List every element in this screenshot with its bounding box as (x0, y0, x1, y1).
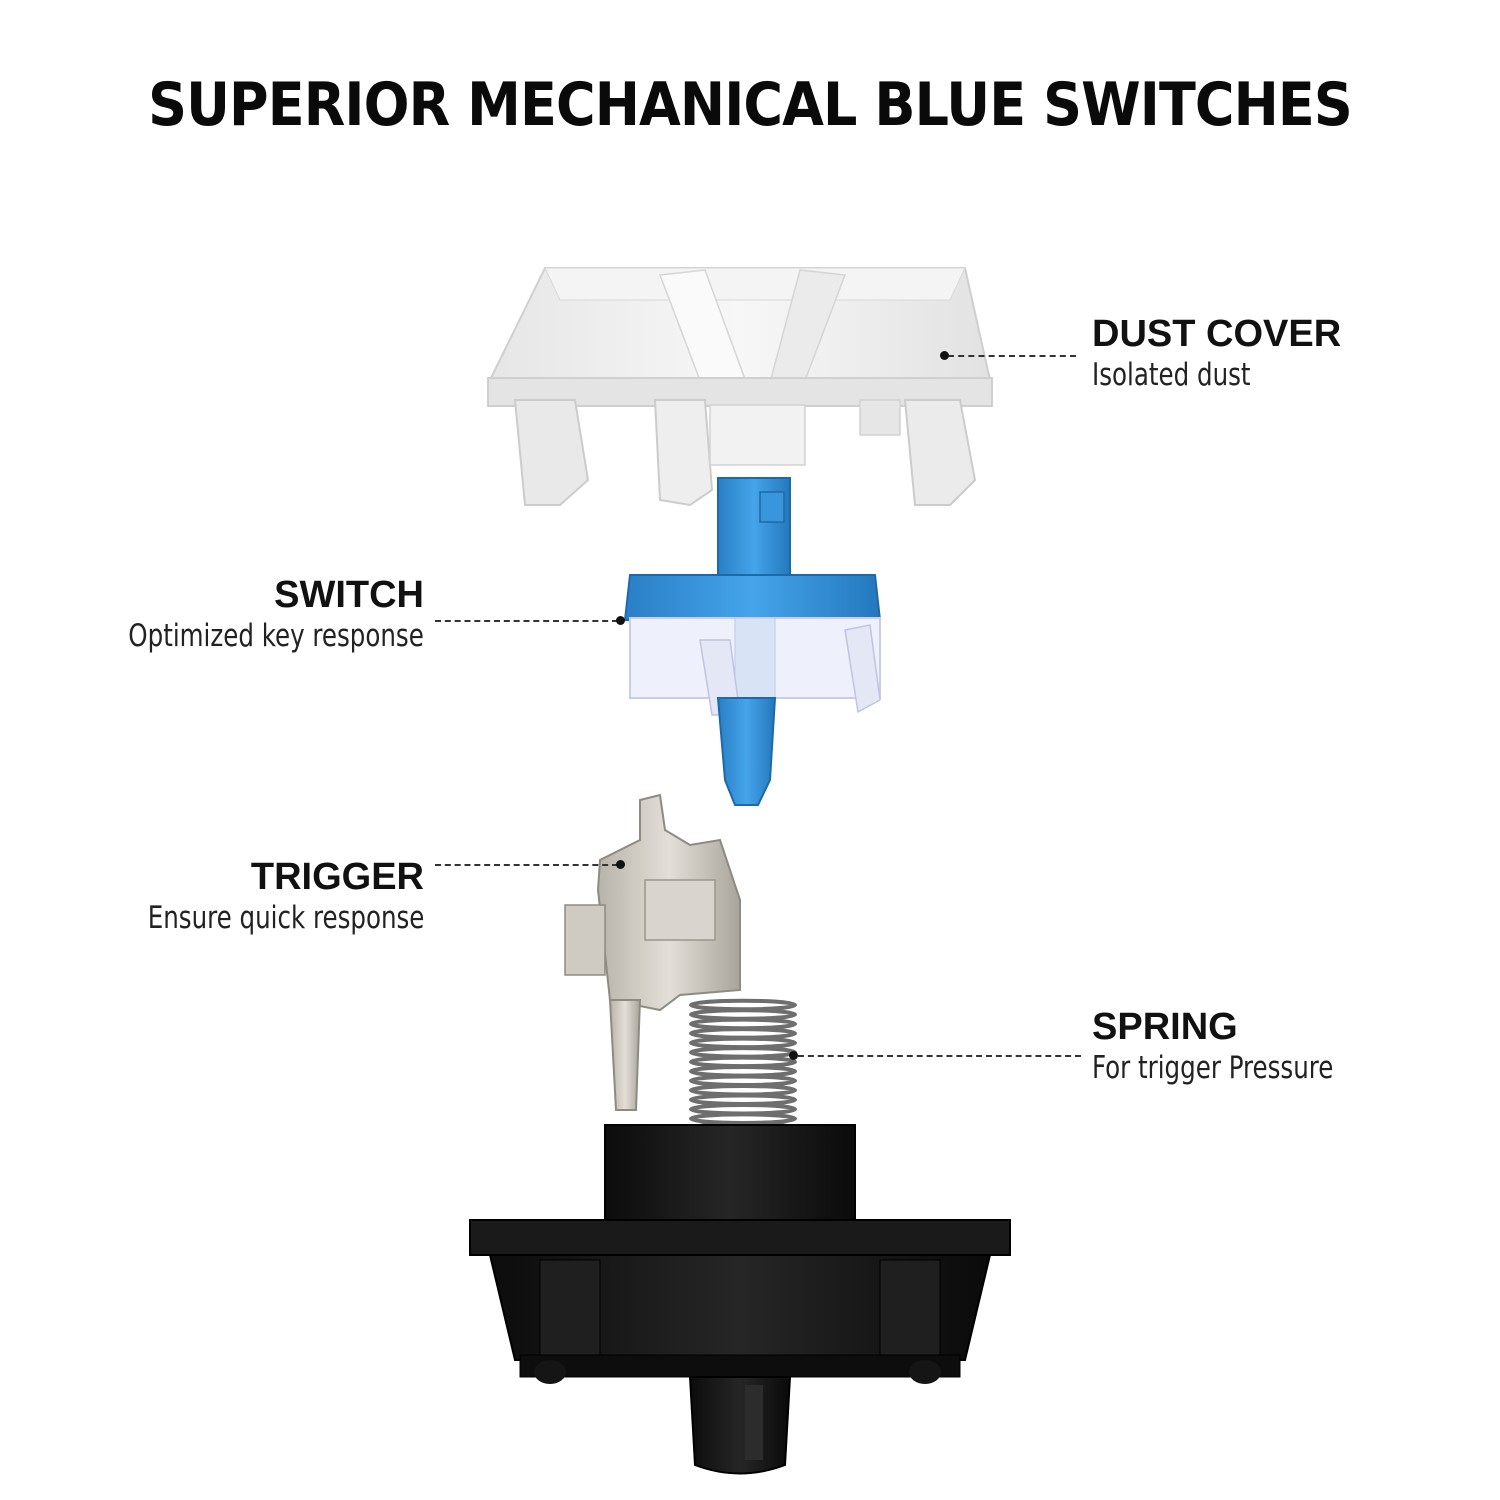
base-housing-part (469, 1124, 1011, 1475)
spring-coil (689, 1055, 797, 1069)
callout-desc: Isolated dust (1092, 356, 1251, 393)
spring-coil (689, 1093, 797, 1106)
leader-dot-trigger (616, 860, 625, 869)
spring-coil (689, 1084, 797, 1097)
callout-label: SPRING (1092, 1006, 1238, 1048)
leader-dot-dust-cover (940, 351, 949, 360)
callout-label: DUST COVER (1092, 313, 1342, 355)
spring-coil (689, 998, 797, 1012)
callout-trigger: TRIGGER Ensure quick response (110, 856, 424, 938)
switch-part (623, 477, 882, 806)
callout-spring: SPRING For trigger Pressure (1092, 1006, 1366, 1088)
callout-switch: SWITCH Optimized key response (88, 574, 424, 656)
spring-coil (689, 1036, 797, 1050)
callout-label: SWITCH (274, 574, 424, 616)
spring-coil (689, 1074, 797, 1088)
spring-coil (689, 1102, 797, 1116)
spring-coil (689, 1027, 797, 1040)
leader-line-spring (798, 1055, 1081, 1057)
callout-desc: Ensure quick response (147, 899, 424, 936)
trigger-part (564, 793, 741, 1111)
leader-dot-spring (789, 1051, 798, 1060)
callout-desc: Optimized key response (128, 617, 424, 654)
leader-line-trigger (435, 864, 618, 866)
spring-coil (689, 1065, 797, 1078)
spring-coil (689, 1046, 797, 1059)
callout-dust-cover: DUST COVER Isolated dust (1092, 313, 1342, 395)
spring-coil (689, 1008, 797, 1021)
page-title: SUPERIOR MECHANICAL BLUE SWITCHES (148, 70, 1353, 140)
callout-label: TRIGGER (250, 856, 424, 898)
dust-cover-part (487, 267, 993, 507)
spring-coil (689, 1112, 797, 1125)
leader-line-switch (435, 620, 618, 622)
spring-coil (689, 1017, 797, 1031)
leader-dot-switch (616, 616, 625, 625)
leader-line-dust-cover (948, 355, 1076, 357)
callout-desc: For trigger Pressure (1092, 1049, 1334, 1086)
